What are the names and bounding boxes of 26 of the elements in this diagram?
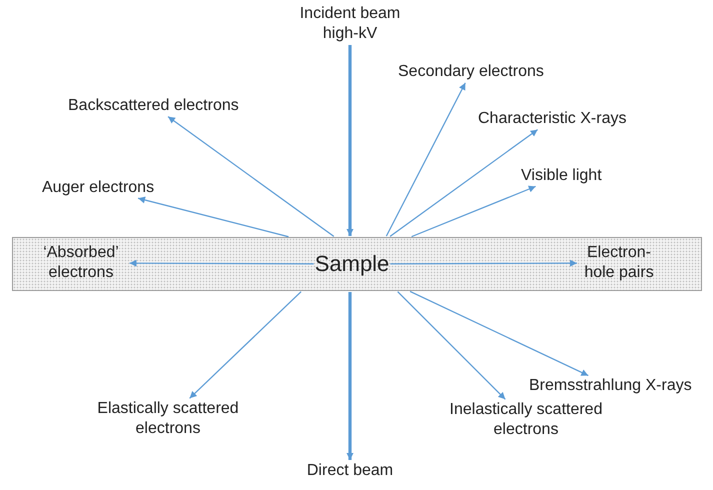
arrow — [390, 260, 577, 267]
arrow — [138, 196, 289, 238]
arrow — [346, 45, 354, 236]
arrow — [386, 82, 466, 236]
arrow — [346, 292, 354, 460]
arrow — [168, 116, 334, 237]
emission-label: Auger electrons — [42, 178, 154, 198]
emission-label: Inelastically scattered electrons — [432, 400, 620, 440]
beam-label: Direct beam — [306, 461, 394, 481]
emission-label: Visible light — [521, 166, 602, 186]
arrow — [189, 291, 302, 399]
arrow — [410, 290, 589, 376]
sample-label: Sample — [314, 250, 390, 278]
arrow — [130, 260, 314, 267]
emission-label: Elastically scattered electrons — [68, 399, 268, 439]
arrow — [390, 129, 538, 237]
emission-label: Characteristic X-rays — [478, 109, 626, 129]
arrow — [411, 186, 536, 238]
beam-label: Incident beam high-kV — [285, 4, 415, 44]
emission-label: Secondary electrons — [398, 62, 544, 82]
process-label: Electron-hole pairs — [578, 243, 660, 283]
process-label: ‘Absorbed’ electrons — [34, 243, 128, 283]
emission-label: Backscattered electrons — [68, 96, 239, 116]
emission-label: Bremsstrahlung X-rays — [529, 376, 692, 396]
sample-band — [12, 237, 702, 291]
arrow — [397, 291, 506, 400]
